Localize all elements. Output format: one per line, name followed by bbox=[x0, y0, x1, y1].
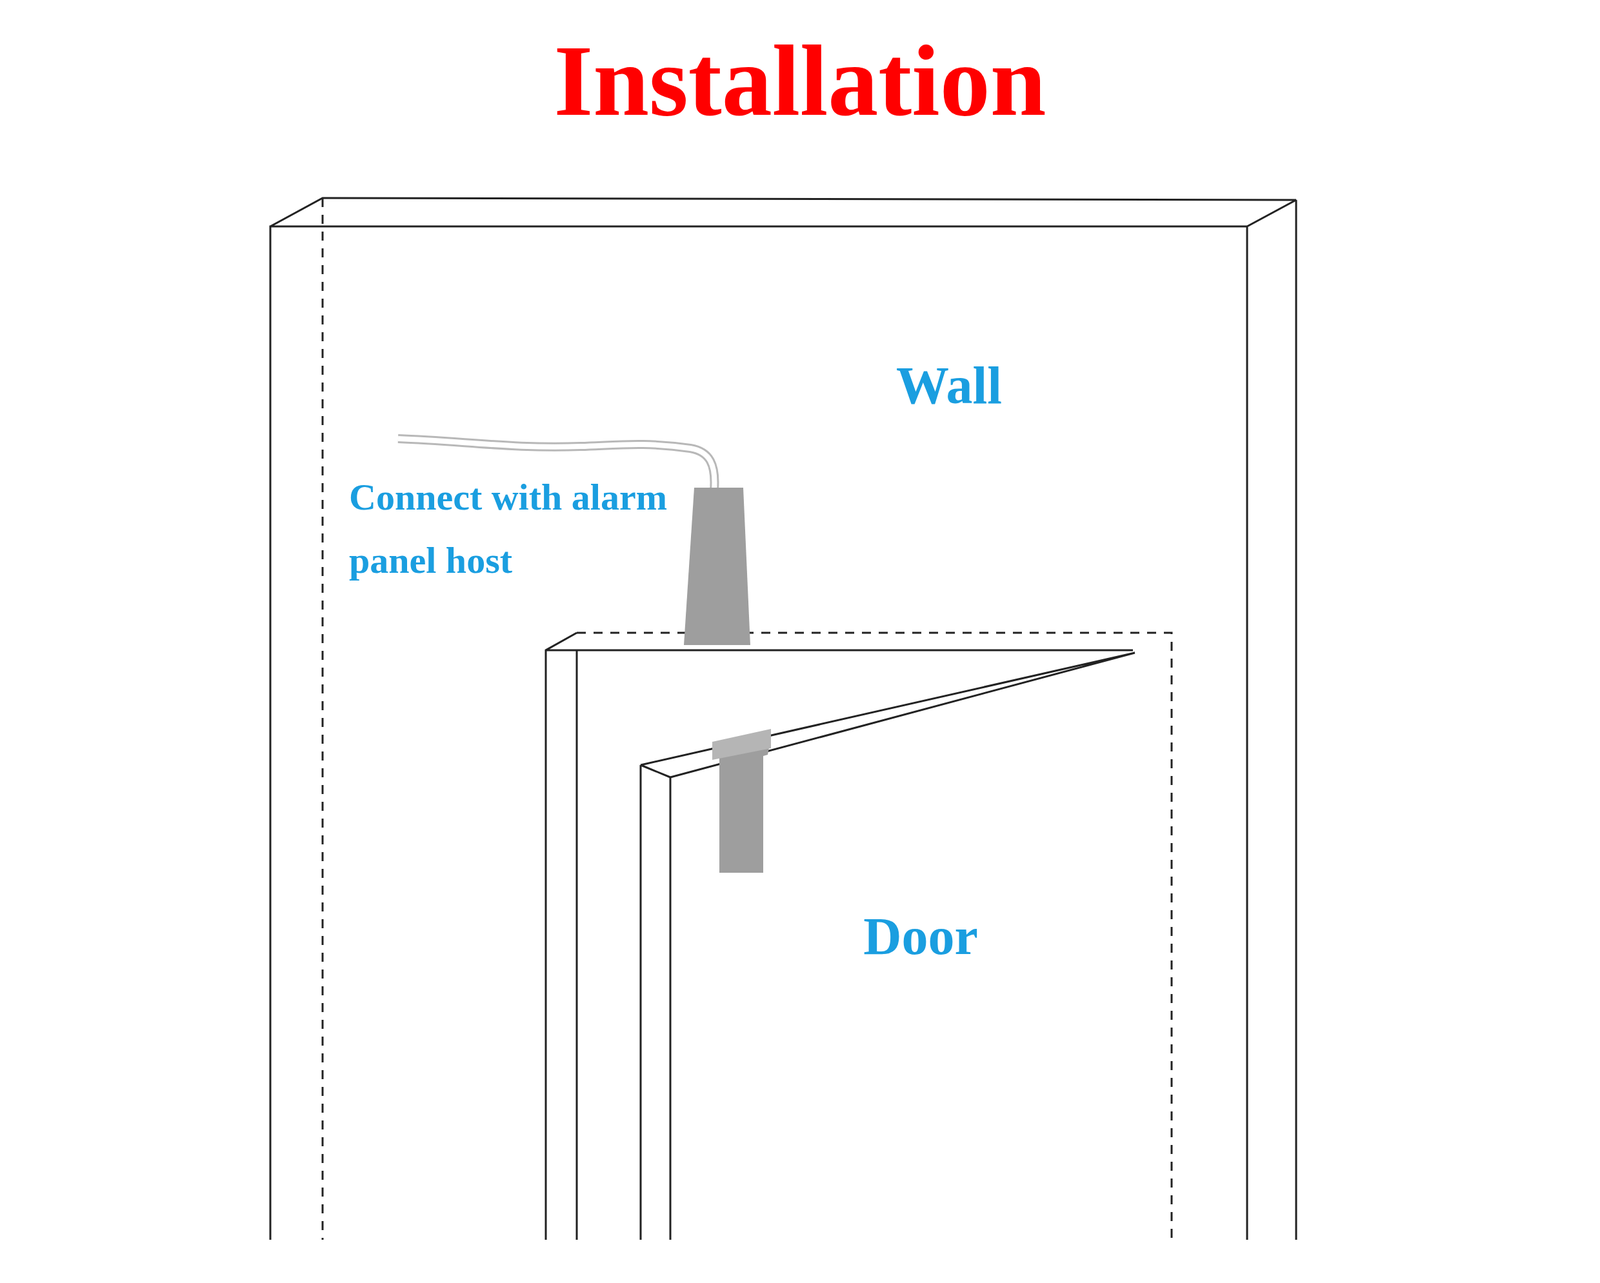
door-panel bbox=[640, 652, 1135, 1240]
diagram-title: Installation bbox=[0, 25, 1600, 137]
door-magnet-top bbox=[712, 729, 771, 760]
wall-hidden-edge bbox=[321, 198, 324, 1240]
door-region: Door bbox=[670, 652, 1133, 1240]
wall-frame bbox=[270, 198, 1297, 1240]
region-label: Wall bbox=[896, 355, 1002, 417]
door-opening bbox=[545, 632, 1133, 1240]
reed-switch-sensor bbox=[683, 487, 751, 646]
wall-region: WallDoor bbox=[270, 226, 1248, 1240]
door-opening-hidden bbox=[576, 632, 1172, 1240]
region-label: Door bbox=[863, 906, 979, 968]
callout-note: Connect with alarm panel host bbox=[349, 465, 678, 593]
